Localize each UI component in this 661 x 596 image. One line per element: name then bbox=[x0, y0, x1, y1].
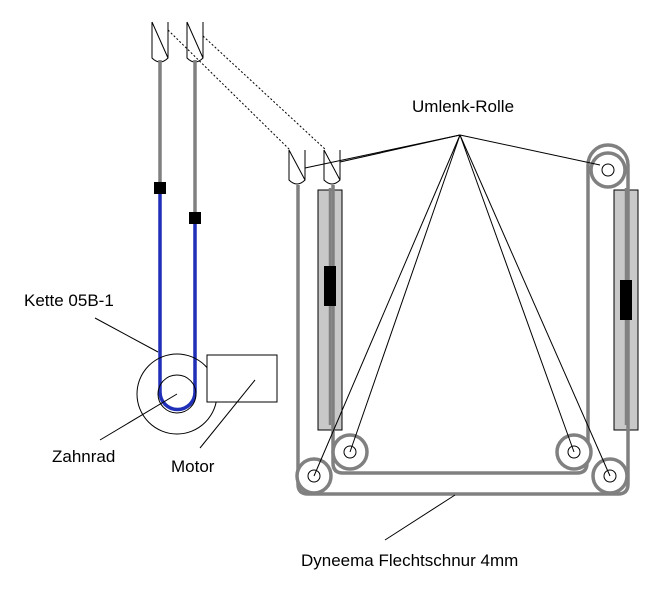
pulley-leader-5 bbox=[459, 134, 575, 453]
rope-label: Dyneema Flechtschnur 4mm bbox=[301, 551, 518, 570]
pulley-leader-3 bbox=[313, 134, 461, 477]
pulley-leader-4 bbox=[349, 134, 461, 453]
frame-left-pulley-holder bbox=[288, 149, 306, 185]
pulley-leader-2 bbox=[339, 134, 461, 163]
rope-path-lines bbox=[167, 29, 327, 151]
inner-rope-loop bbox=[331, 185, 589, 475]
top-right-pulley-hub bbox=[601, 163, 615, 177]
right-slider-clamp bbox=[620, 280, 632, 320]
dotted-link-lower bbox=[202, 35, 327, 151]
upper-left-pulley-holder bbox=[151, 21, 169, 63]
outer-rope-loop bbox=[296, 143, 630, 496]
left-slider-clamp bbox=[324, 266, 336, 306]
sprocket-label: Zahnrad bbox=[52, 447, 115, 466]
pulley-leader-7 bbox=[459, 134, 601, 166]
frame-right-pulley-holder bbox=[323, 149, 341, 185]
labels: Umlenk-Rolle Kette 05B-1 Zahnrad Motor D… bbox=[24, 97, 518, 570]
leader-lines bbox=[94, 134, 611, 541]
left-chain-connector bbox=[154, 182, 166, 194]
chain-drive-assembly bbox=[136, 21, 278, 435]
frame-assembly bbox=[288, 143, 639, 496]
sprocket-inner bbox=[157, 374, 197, 414]
pulley-label: Umlenk-Rolle bbox=[412, 97, 514, 116]
rope-leader bbox=[384, 494, 456, 541]
motor-leader bbox=[199, 379, 256, 449]
right-chain-connector bbox=[189, 212, 201, 224]
sprocket-leader bbox=[99, 393, 178, 441]
chain-label: Kette 05B-1 bbox=[24, 291, 114, 310]
pulley-leader-6 bbox=[459, 134, 611, 477]
motor-box bbox=[206, 354, 278, 403]
dotted-link-upper bbox=[167, 29, 291, 151]
chain-leader bbox=[94, 317, 159, 353]
motor-label: Motor bbox=[171, 457, 215, 476]
chain-loop bbox=[158, 188, 197, 412]
